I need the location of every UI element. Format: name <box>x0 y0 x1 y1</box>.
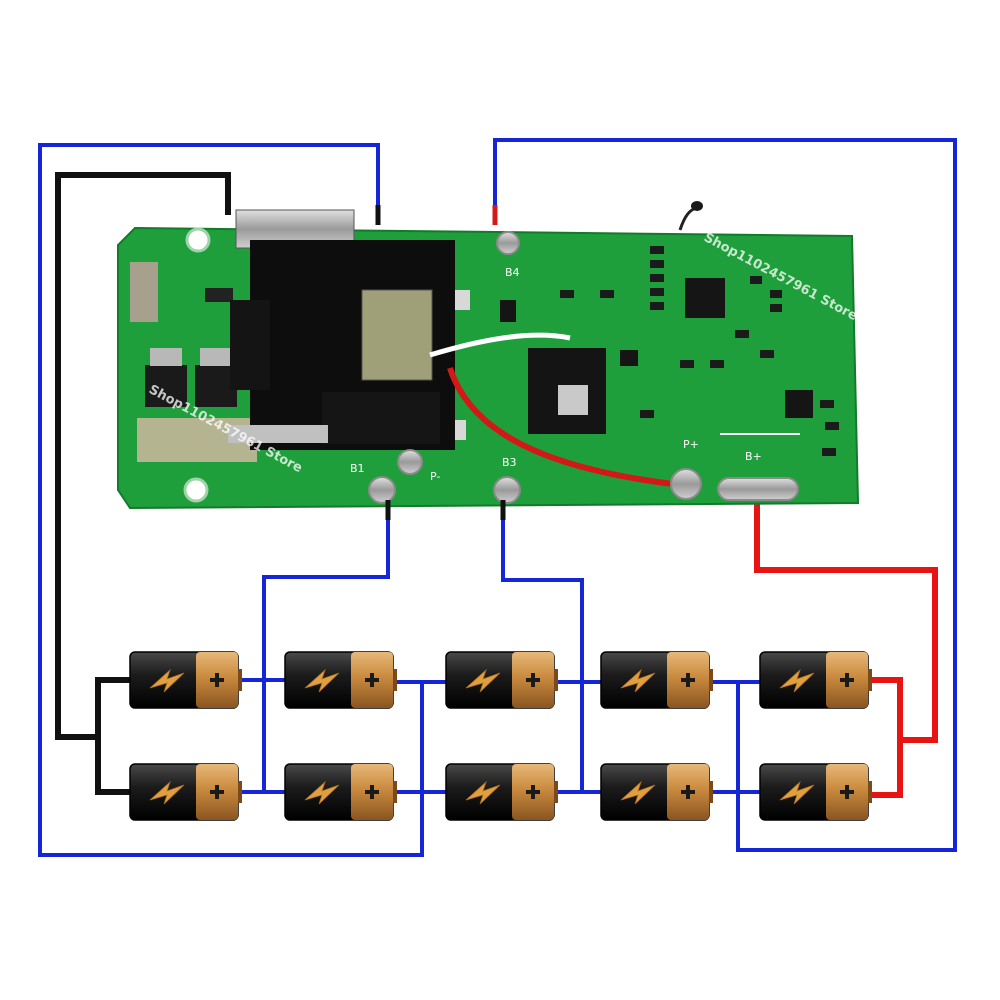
battery-cell-r2-c3 <box>445 763 559 821</box>
label-b3: B3 <box>502 456 517 469</box>
bms-circuit-board: B4 B1 B3 P- P+ B+ Shop1102457961 Store S… <box>117 201 860 520</box>
battery-cell-r1-c1 <box>129 651 243 709</box>
sensor-wire-red <box>447 367 691 489</box>
battery-cell-r2-c1 <box>129 763 243 821</box>
pad-p-plus <box>670 468 702 500</box>
battery-cell-r1-c2 <box>284 651 398 709</box>
ic-small-2 <box>620 350 638 366</box>
battery-cell-r2-c5 <box>759 763 873 821</box>
red-wire-parallel-positive <box>870 677 903 798</box>
black-wire-parallel-negative <box>95 677 130 795</box>
sensor-wire-white <box>429 332 571 358</box>
blue-wire-b1 <box>262 512 390 792</box>
pad-b1 <box>368 476 396 504</box>
pcb-pad-top-left <box>130 262 158 322</box>
thermistor-lead <box>678 206 697 231</box>
mount-hole-top-left <box>185 227 211 253</box>
label-b1: B1 <box>350 462 365 475</box>
battery-cell-r2-c2 <box>284 763 398 821</box>
label-b4: B4 <box>505 266 520 279</box>
ic-main <box>685 278 725 318</box>
smd-components <box>560 246 839 456</box>
pad-b-plus <box>717 477 799 501</box>
pad-p-minus <box>397 449 423 475</box>
blue-wire-outer-right <box>493 138 957 852</box>
battery-cell-r1-c5 <box>759 651 873 709</box>
mosfet-1 <box>145 348 187 407</box>
battery-cell-r1-c3 <box>445 651 559 709</box>
resistor-r008 <box>205 288 233 302</box>
pad-b3 <box>493 476 521 504</box>
battery-cell-r1-c4 <box>600 651 714 709</box>
ic-small-1 <box>500 300 516 322</box>
thermistor-bead <box>691 201 703 211</box>
label-p-plus: P+ <box>683 438 699 451</box>
black-wire-main-negative <box>55 172 231 740</box>
label-b-plus: B+ <box>745 450 762 463</box>
cable-socket-latch <box>558 385 588 415</box>
battery-pack <box>129 651 873 821</box>
label-p-minus: P- <box>430 470 440 483</box>
ic-secondary <box>785 390 813 418</box>
red-wire-b-plus <box>754 495 938 743</box>
power-connector <box>228 209 455 450</box>
mount-hole-bottom-left <box>183 477 209 503</box>
wiring <box>38 138 957 857</box>
pad-b4 <box>496 231 520 255</box>
blue-wire-b3 <box>501 512 584 792</box>
battery-cell-r2-c4 <box>600 763 714 821</box>
blue-wire-outer-left <box>38 143 424 857</box>
